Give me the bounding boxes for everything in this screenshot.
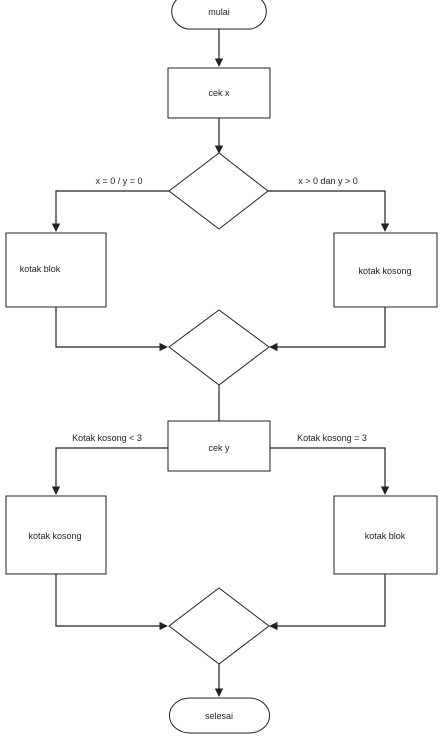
merge-diamond-2 — [168, 587, 270, 665]
check-x-process: cek x — [167, 67, 271, 119]
edge-checky-left — [51, 447, 169, 495]
edge-right1-to-diamond2 — [269, 307, 386, 352]
edge-label-y-left: Kotak kosong < 3 — [72, 433, 142, 443]
edge-left1-to-diamond2 — [55, 307, 168, 352]
block-right-2-label: kotak blok — [365, 531, 406, 541]
decision-diamond-x — [168, 152, 269, 230]
edge-diamond1-left — [51, 190, 169, 232]
block-left-1-label: kotak blok — [20, 264, 61, 274]
check-x-label: cek x — [208, 88, 230, 98]
empty-box-right-1: kotak kosong — [333, 232, 438, 308]
block-box-left-1: kotak blok — [5, 232, 107, 308]
check-y-label: cek y — [208, 443, 230, 453]
check-y-process: cek y — [167, 420, 271, 472]
edge-label-x-left: x = 0 / y = 0 — [95, 176, 142, 186]
edge-right2-to-diamond3 — [269, 574, 386, 631]
edge-label-y-right: Kotak kosong = 3 — [297, 433, 367, 443]
end-terminal: selesai — [168, 697, 271, 734]
edge-left2-to-diamond3 — [55, 574, 168, 631]
start-label: mulai — [208, 7, 230, 17]
empty-left-2-label: kotak kosong — [28, 531, 81, 541]
empty-box-left-2: kotak kosong — [5, 495, 107, 575]
empty-right-1-label: kotak kosong — [358, 266, 411, 276]
edge-diamond1-right — [268, 190, 390, 232]
connectors — [51, 29, 390, 697]
start-terminal: mulai — [171, 0, 267, 30]
merge-diamond-1 — [168, 309, 270, 386]
block-box-right-2: kotak blok — [333, 495, 438, 575]
edge-checky-right — [268, 447, 390, 495]
edge-label-x-right: x > 0 dan y > 0 — [298, 176, 358, 186]
end-label: selesai — [205, 711, 233, 721]
